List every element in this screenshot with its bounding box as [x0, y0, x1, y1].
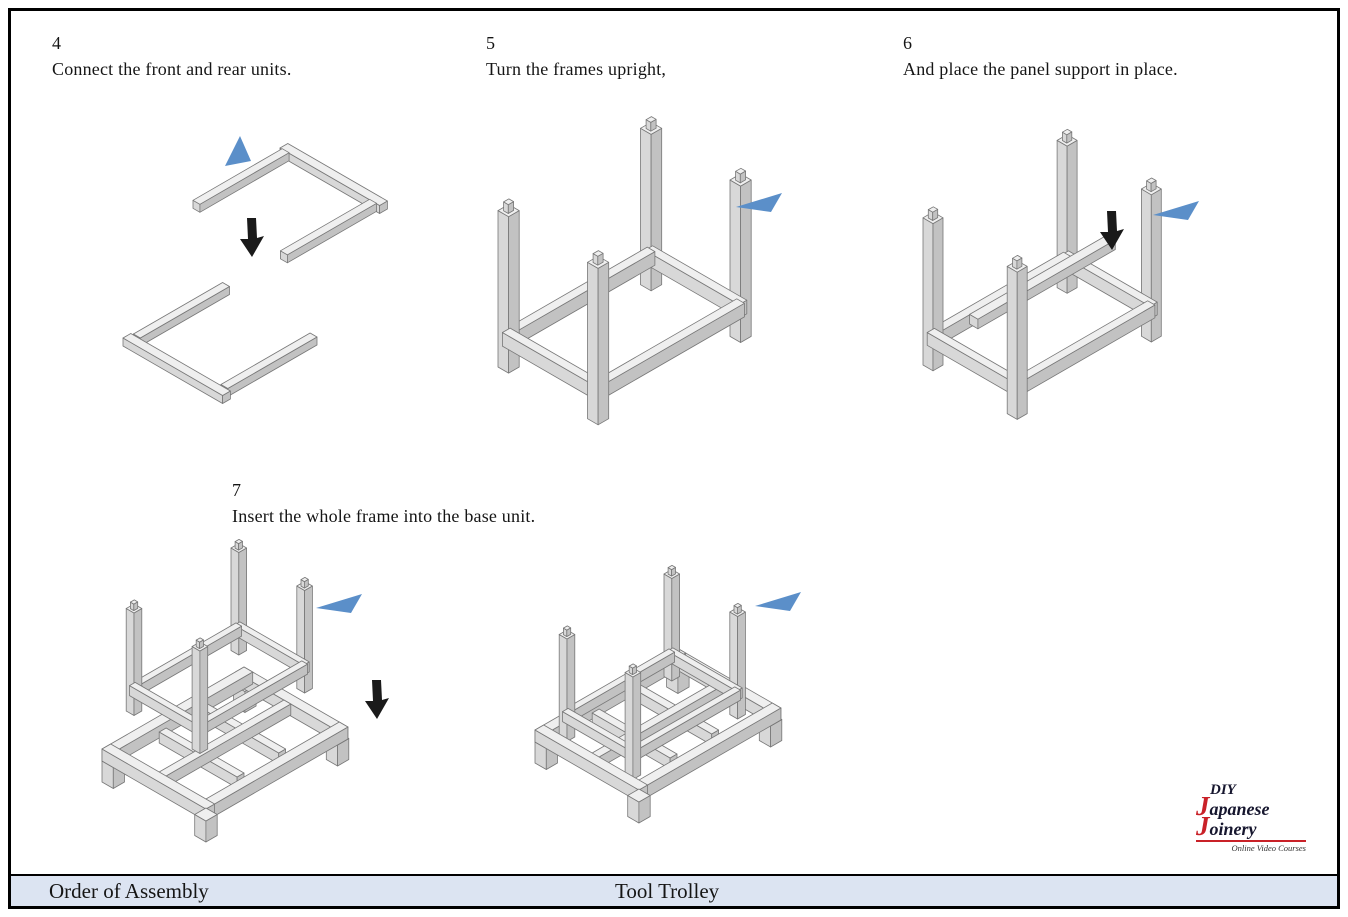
- step7a-diagram: [101, 539, 389, 843]
- footer-title: Order of Assembly: [49, 878, 209, 903]
- logo: DIY Japanese Joinery Online Video Course…: [1196, 783, 1306, 853]
- blue-pointer-icon: [316, 594, 362, 613]
- step-4-number: 4: [52, 33, 62, 53]
- logo-tagline: Online Video Courses: [1231, 843, 1306, 853]
- footer-subtitle: Tool Trolley: [615, 878, 720, 903]
- step-6-caption: And place the panel support in place.: [903, 59, 1178, 79]
- down-arrow-icon: [240, 218, 264, 257]
- step-6-number: 6: [903, 33, 913, 53]
- step4-diagram: [122, 136, 388, 404]
- logo-line-diy: DIY: [1210, 782, 1236, 798]
- step-7-number: 7: [232, 480, 242, 500]
- step-7-label: 7 Insert the whole frame into the base u…: [232, 477, 535, 529]
- step-6-label: 6 And place the panel support in place.: [903, 30, 1178, 82]
- step-5-label: 5 Turn the frames upright,: [486, 30, 666, 82]
- blue-pointer-icon: [1153, 201, 1199, 220]
- blue-pointer-icon: [736, 193, 782, 212]
- step-5-number: 5: [486, 33, 496, 53]
- logo-line-joinery: Joinery: [1196, 811, 1257, 841]
- step-4-label: 4 Connect the front and rear units.: [52, 30, 292, 82]
- blue-pointer-icon: [755, 592, 801, 611]
- logo-underline: [1196, 840, 1306, 842]
- down-arrow-icon: [1100, 211, 1124, 250]
- footer-bar: Order of Assembly Tool Trolley: [11, 874, 1337, 906]
- step-5-caption: Turn the frames upright,: [486, 59, 667, 79]
- step-7-caption: Insert the whole frame into the base uni…: [232, 506, 536, 526]
- step5-diagram: [497, 116, 782, 426]
- step6-diagram: [922, 128, 1199, 420]
- page-border: [8, 8, 1340, 909]
- step-4-caption: Connect the front and rear units.: [52, 59, 292, 79]
- down-arrow-icon: [365, 680, 389, 719]
- logo-line-japanese: Japanese: [1196, 791, 1270, 821]
- step7b-diagram: [534, 564, 801, 824]
- blue-pointer-icon: [225, 136, 251, 166]
